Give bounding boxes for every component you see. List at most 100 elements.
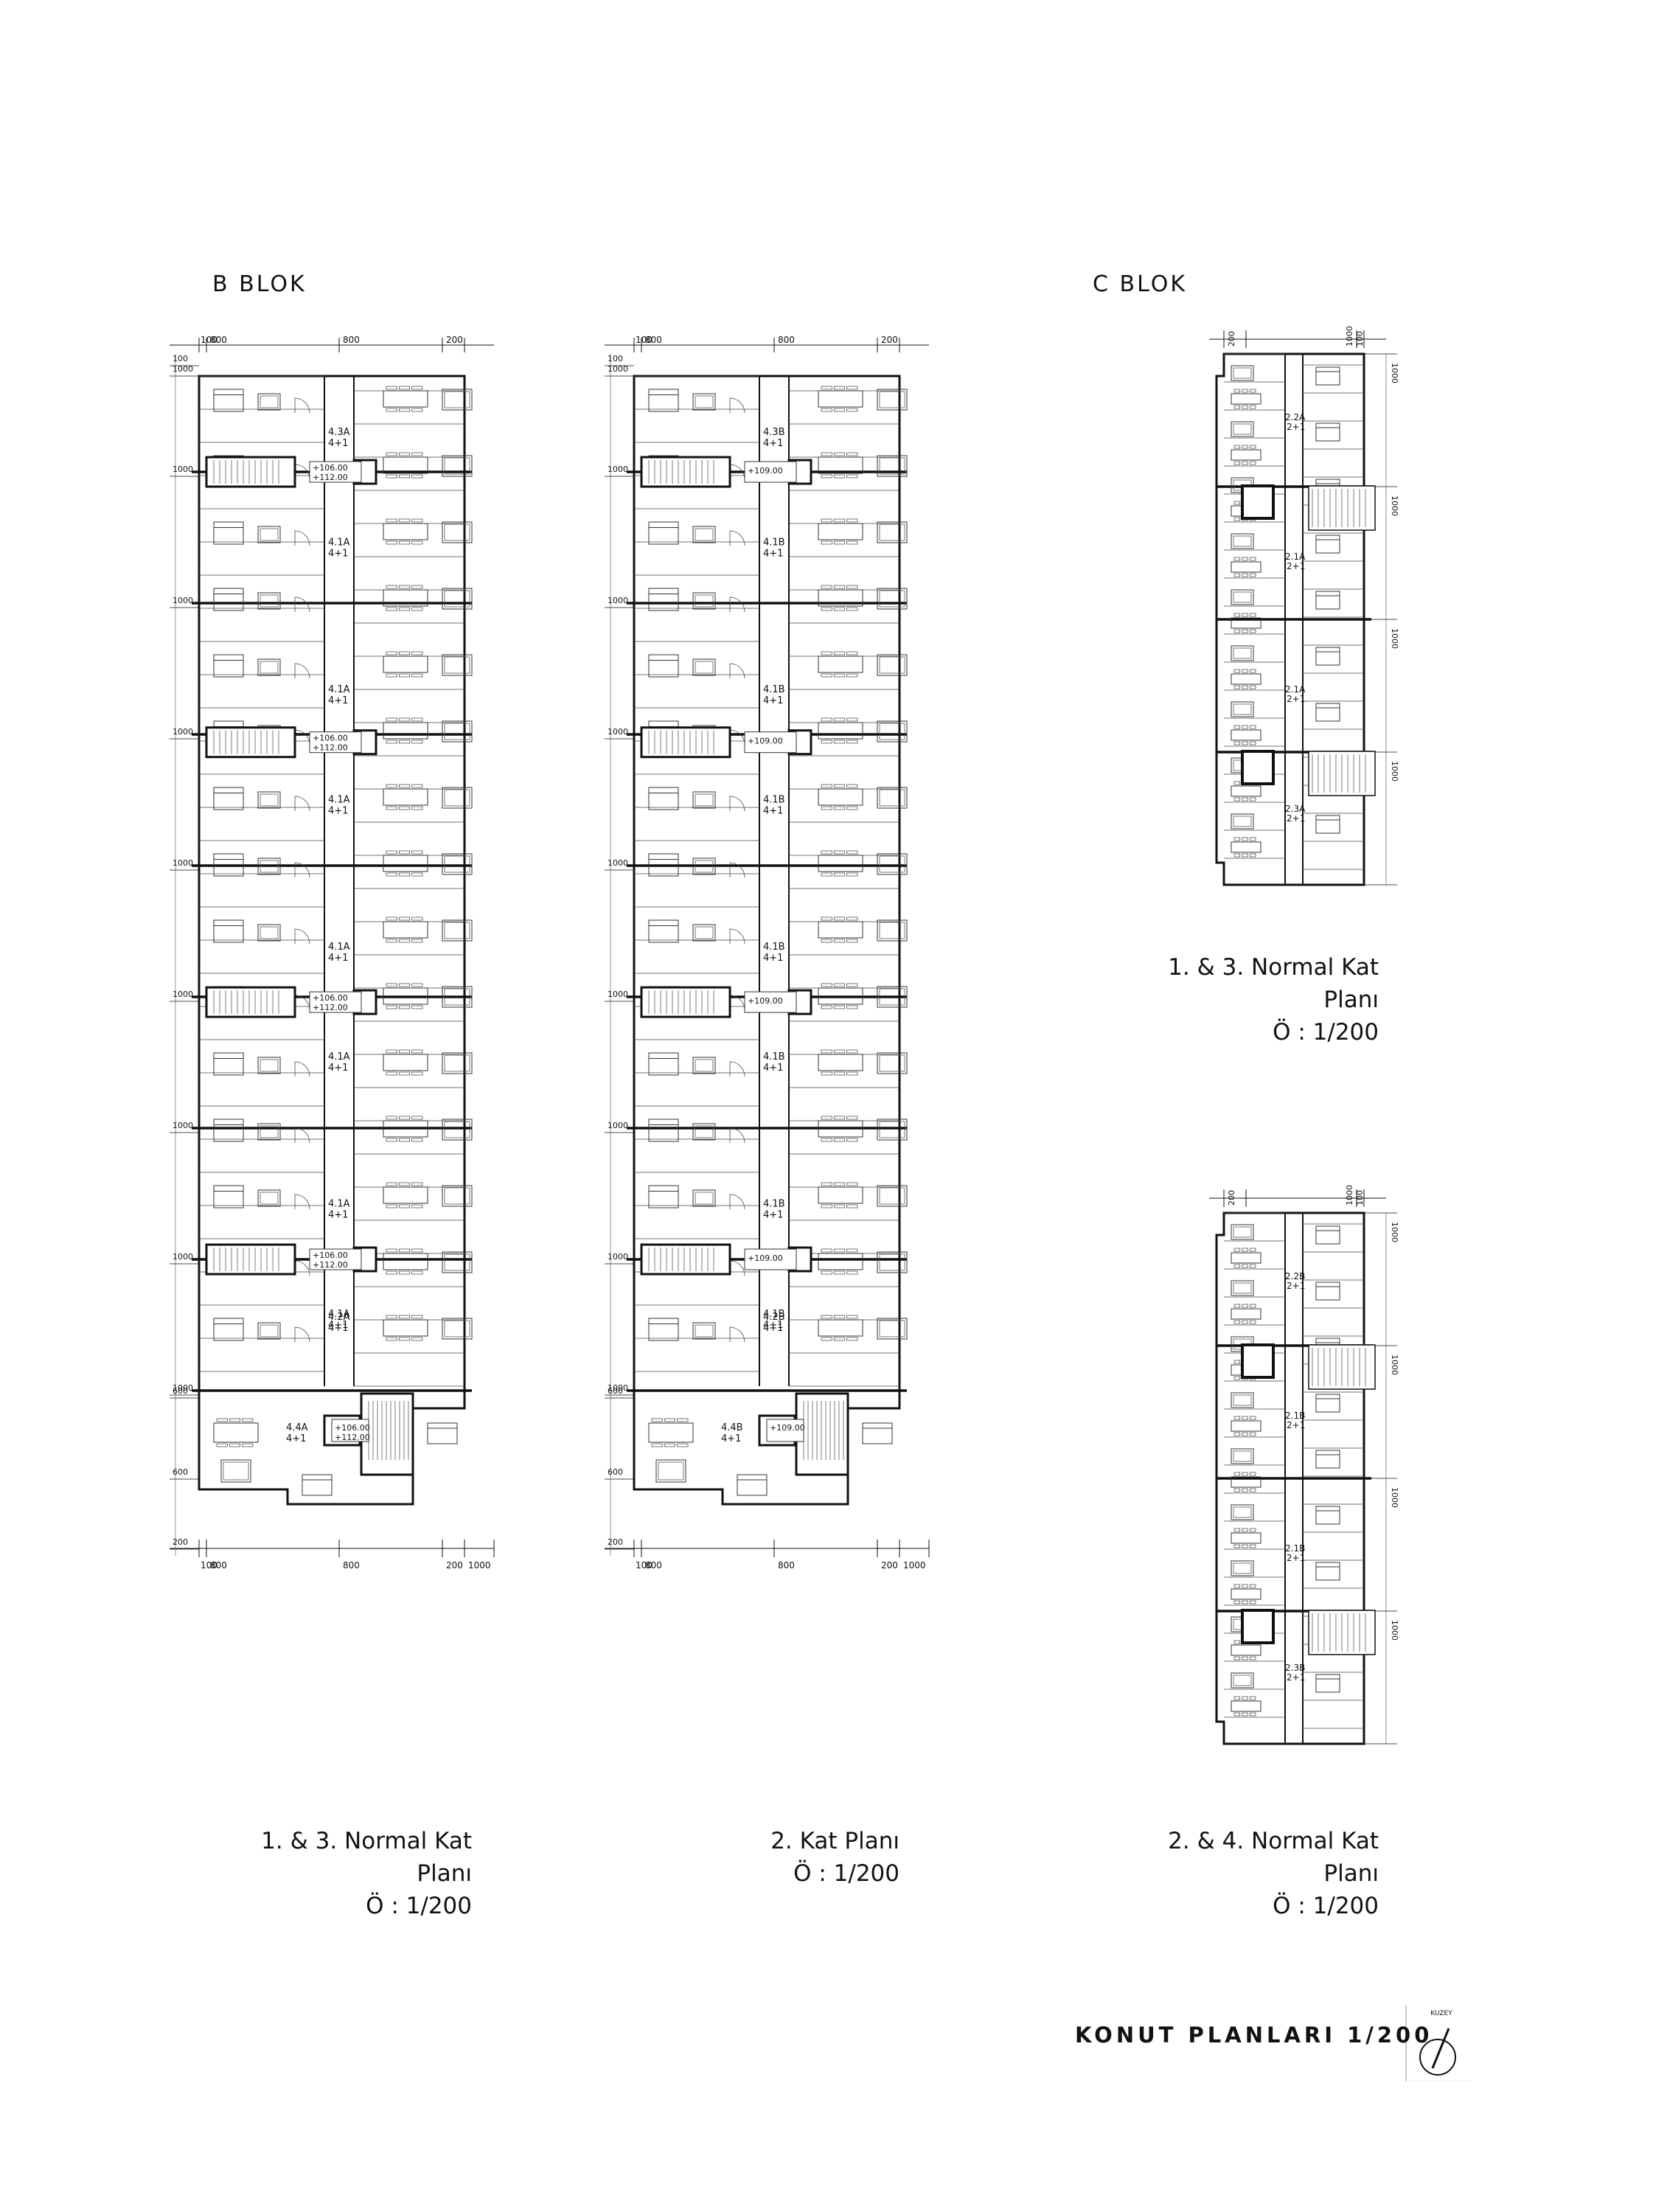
unit-code-label: 4.1A: [328, 1051, 350, 1062]
chair-icon: [846, 784, 858, 788]
door-swing-icon: [729, 729, 745, 745]
dim-label-left: 1000: [608, 364, 628, 374]
unit-type-label: 4+1: [328, 1062, 348, 1074]
chair-icon: [1242, 1584, 1248, 1588]
dim-label-left: 1000: [173, 1383, 193, 1393]
door-swing-icon: [729, 1127, 745, 1144]
chair-icon: [833, 1337, 846, 1341]
sofa-icon: [692, 592, 716, 610]
level-label: +112.00: [313, 743, 348, 753]
chair-icon: [833, 1204, 846, 1208]
bed-icon: [1315, 815, 1340, 834]
chair-icon: [1249, 1600, 1256, 1604]
sofa-icon: [220, 1459, 251, 1483]
unit-code-label: 4.1A: [328, 1309, 350, 1320]
bed-icon: [648, 853, 679, 877]
table-icon: [1231, 1308, 1261, 1320]
chair-icon: [1242, 1696, 1248, 1700]
table-icon: [1231, 393, 1261, 405]
bed-icon: [1315, 1562, 1340, 1581]
bed-icon: [648, 787, 679, 810]
unit-type-label: 4+1: [328, 805, 348, 816]
chair-icon: [1249, 1304, 1256, 1308]
chair-icon: [821, 673, 832, 678]
sofa-icon: [692, 1123, 716, 1141]
chair-icon: [664, 1418, 676, 1422]
chair-icon: [821, 474, 832, 479]
chair-icon: [1233, 389, 1241, 393]
table-icon: [1231, 1420, 1261, 1432]
sofa-icon: [442, 654, 473, 676]
sofa-seat: [879, 524, 905, 541]
chair-icon: [411, 806, 423, 810]
unit-code-label: 4.1B: [763, 1199, 785, 1210]
dim-label-left: 1000: [173, 727, 193, 737]
chair-icon: [1249, 1416, 1256, 1420]
bed-icon: [648, 1119, 679, 1142]
table-icon: [383, 1120, 428, 1138]
table-icon: [383, 589, 428, 607]
chair-icon: [846, 1049, 858, 1054]
sofa-icon: [877, 919, 908, 942]
bed-icon: [427, 1422, 458, 1444]
chair-icon: [846, 939, 858, 943]
sofa-seat: [879, 1253, 905, 1271]
bed-icon: [648, 654, 679, 678]
chair-icon: [846, 850, 858, 855]
chair-icon: [833, 540, 846, 545]
unit-type-label: 4+1: [763, 805, 783, 816]
chair-icon: [398, 917, 411, 921]
level-label: +112.00: [313, 473, 348, 482]
chair-icon: [411, 607, 423, 611]
chair-icon: [398, 1005, 411, 1009]
chair-icon: [651, 1418, 663, 1422]
sofa-icon: [1231, 1280, 1254, 1296]
sofa-icon: [692, 526, 716, 543]
dim-label-top: 100: [201, 335, 217, 345]
dim-label-right: 1000: [1390, 1487, 1399, 1508]
chair-icon: [216, 1418, 228, 1422]
table-icon: [383, 655, 428, 673]
unit-code-label: 4.1A: [328, 684, 350, 695]
sofa-seat: [1233, 703, 1252, 715]
sofa-seat: [879, 457, 905, 475]
unit-code-label: 4.4A: [286, 1422, 308, 1433]
dim-label-left: 1000: [608, 858, 628, 868]
chair-icon: [1233, 1248, 1241, 1252]
chair-icon: [651, 1443, 663, 1447]
sofa-icon: [1231, 421, 1254, 437]
chair-icon: [1242, 1472, 1248, 1476]
sofa-icon: [442, 588, 473, 610]
chair-icon: [1242, 445, 1248, 449]
chair-icon: [1233, 1376, 1241, 1380]
chair-icon: [821, 1182, 832, 1186]
table-icon: [818, 589, 863, 607]
chair-icon: [846, 1315, 858, 1319]
chair-icon: [386, 651, 397, 655]
chair-icon: [1233, 1640, 1241, 1644]
sofa-icon: [692, 858, 716, 875]
chair-icon: [846, 518, 858, 523]
chair-icon: [398, 939, 411, 943]
chair-icon: [846, 740, 858, 744]
stair-core: [205, 986, 296, 1018]
unit-code-label: 2.1A: [1285, 684, 1306, 695]
unit-code-label: 2.1B: [1285, 1543, 1305, 1554]
chair-icon: [1242, 725, 1248, 729]
dim-label-left: 1000: [608, 465, 628, 474]
sofa-icon: [877, 1318, 908, 1340]
chair-icon: [411, 1270, 423, 1275]
dim-label-left: 1000: [173, 364, 193, 374]
sofa-seat: [1233, 1450, 1252, 1462]
sofa-icon: [655, 1459, 686, 1483]
chair-icon: [833, 474, 846, 479]
sofa-seat: [260, 1192, 279, 1205]
sofa-icon: [257, 1123, 281, 1141]
sofa-icon: [442, 455, 473, 477]
chair-icon: [821, 784, 832, 788]
table-icon: [1231, 729, 1261, 741]
chair-icon: [833, 607, 846, 611]
chair-icon: [1249, 725, 1256, 729]
bed-icon: [1315, 535, 1340, 554]
